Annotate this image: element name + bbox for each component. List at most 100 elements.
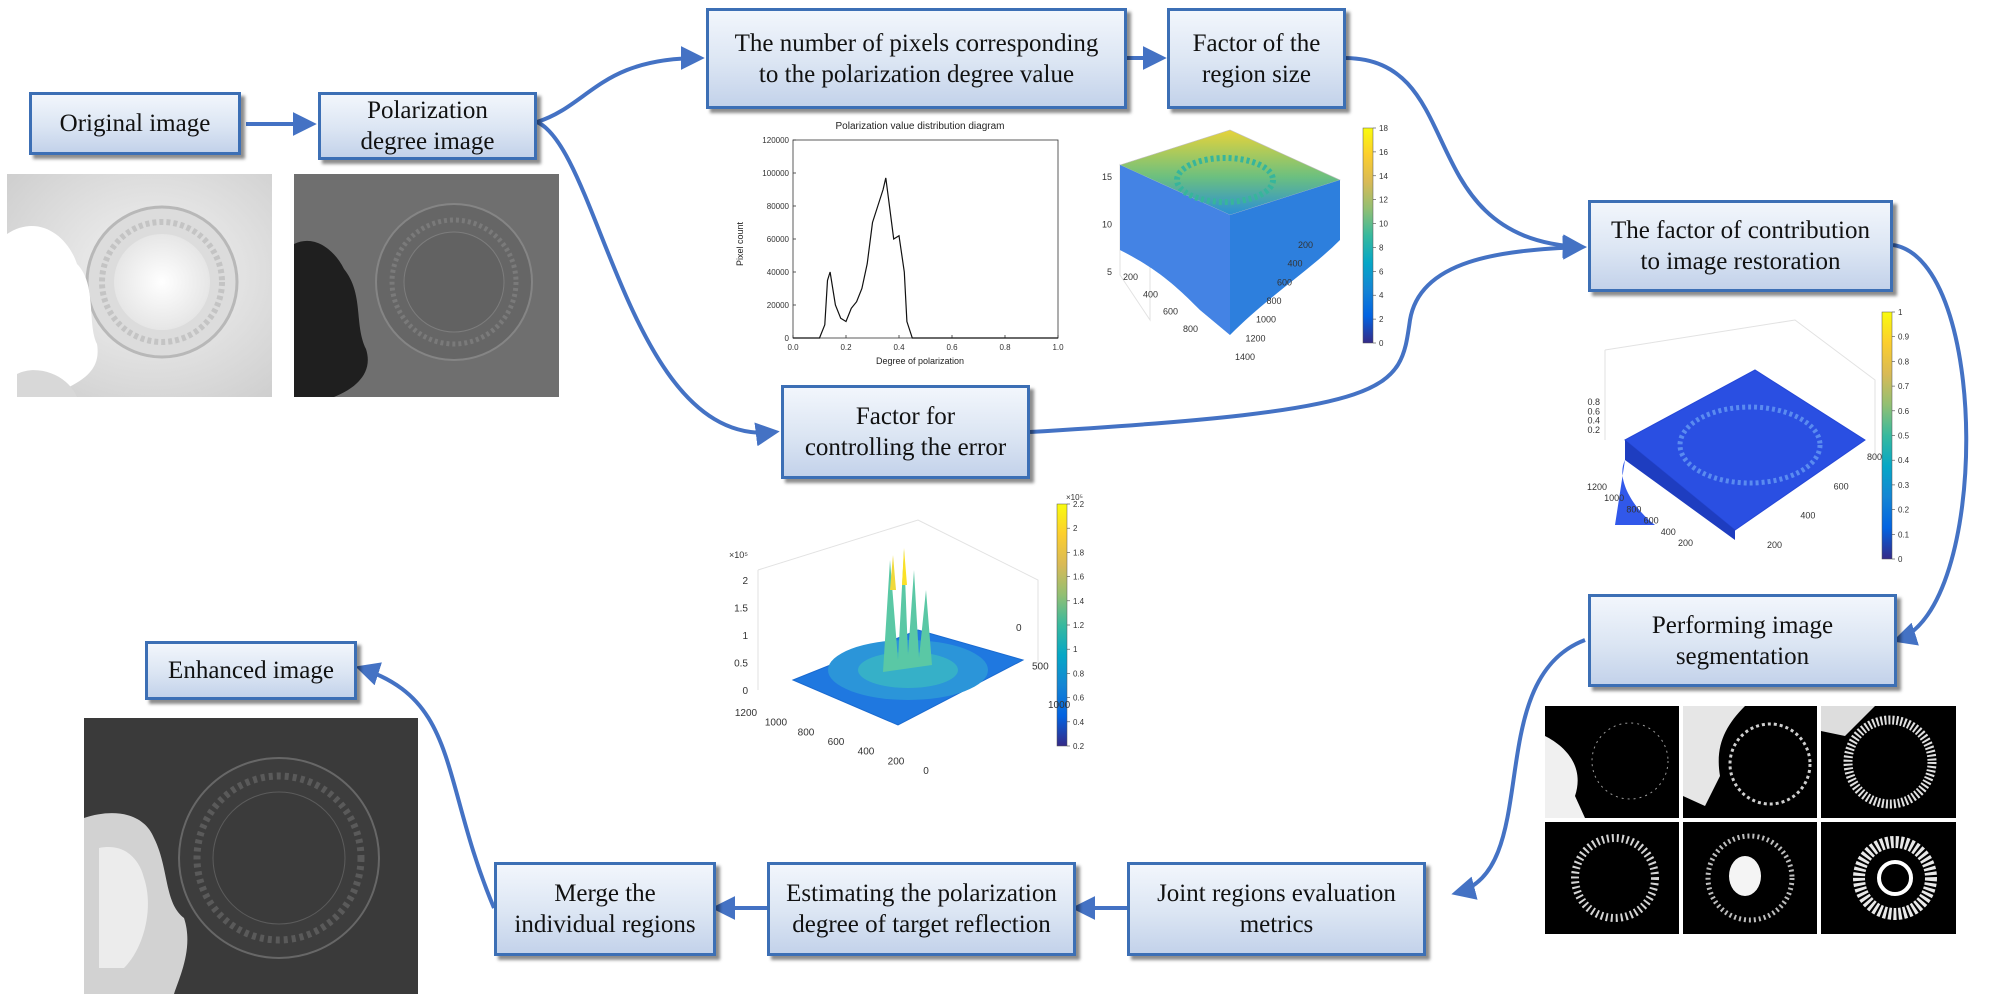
x-tick-label: 800 [798, 727, 815, 738]
segmentation-panel-2 [1683, 706, 1817, 818]
box-segmentation: Performing image segmentation [1588, 594, 1897, 687]
arrow-merge-to-enhanced [355, 662, 496, 909]
y-tick-label: 40000 [767, 268, 790, 277]
z-tick-label: 1 [742, 631, 748, 642]
y-tick-label: 0 [1016, 623, 1022, 634]
x-tick-label: 0 [923, 766, 929, 777]
colorbar-tick-label: 14 [1379, 172, 1388, 181]
colorbar-tick-label: 10 [1379, 220, 1388, 229]
y-tick-label: 20000 [767, 301, 790, 310]
x-tick-label: 800 [1183, 324, 1198, 334]
z-tick-label: 0.6 [1587, 406, 1600, 416]
y-tick-label: 200 [1298, 240, 1313, 250]
box-pixel-count: The number of pixels corresponding to th… [706, 8, 1127, 109]
z-tick-label: 0.4 [1587, 416, 1600, 426]
colorbar-tick-label: 0.4 [1898, 456, 1910, 465]
z-tick-label: 2 [742, 576, 748, 587]
x-tick-label: 1000 [765, 718, 788, 729]
colorbar-tick-label: 4 [1379, 291, 1384, 300]
arrow-region-size-to-contribution [1345, 56, 1587, 259]
box-contribution-factor: The factor of contribution to image rest… [1588, 200, 1893, 292]
arrow-error-to-contribution [1029, 235, 1587, 434]
y-tick-label: 600 [1277, 277, 1292, 287]
y-tick-label: 200 [1767, 540, 1782, 550]
x-tick-label: 400 [1143, 289, 1158, 299]
polarization-distribution-chart: Polarization value distribution diagram … [715, 116, 1065, 371]
x-tick-label: 600 [828, 737, 845, 748]
colorbar-tick-label: 1 [1898, 308, 1903, 317]
z-tick-label: 1.5 [734, 604, 748, 615]
y-tick-label: 800 [1267, 296, 1282, 306]
colorbar-tick-label: 2.2 [1073, 500, 1085, 509]
box-original-image: Original image [29, 92, 241, 155]
y-tick-label: 0 [785, 334, 790, 343]
enhanced-image-photo [84, 718, 418, 994]
z-axis-exponent: ×10⁵ [729, 550, 748, 560]
arrow-contribution-to-segmentation [1892, 243, 1969, 646]
x-tick-label: 600 [1644, 516, 1659, 526]
colorbar-tick-label: 0.6 [1898, 407, 1910, 416]
y-tick-label: 1000 [1256, 315, 1276, 325]
z-tick-label: 0.8 [1587, 397, 1600, 407]
x-tick-label: 1.0 [1052, 343, 1064, 352]
x-tick-label: 0.6 [946, 343, 958, 352]
z-tick-label: 0 [742, 686, 748, 697]
colorbar-tick-label: 1 [1073, 645, 1078, 654]
colorbar-tick-label: 0.2 [1898, 506, 1910, 515]
arrow-polarization-to-error [536, 120, 780, 447]
x-tick-label: 0.8 [999, 343, 1011, 352]
box-enhanced-image: Enhanced image [145, 641, 357, 700]
segmentation-panel-3 [1821, 706, 1956, 818]
colorbar-tick-label: 0.9 [1898, 333, 1910, 342]
polarization-degree-photo [294, 174, 559, 397]
colorbar-tick-label: 12 [1379, 196, 1388, 205]
y-tick-label: 800 [1867, 452, 1882, 462]
x-tick-label: 800 [1626, 504, 1641, 514]
arrow-polarization-to-pixel-count [536, 46, 705, 124]
colorbar-exponent: ×10⁵ [1066, 493, 1083, 502]
y-tick-label: 80000 [767, 202, 790, 211]
z-tick-label: 5 [1107, 267, 1112, 277]
plot-frame [792, 139, 1059, 339]
y-axis-label: Pixel count [735, 221, 745, 266]
segmentation-panel-1 [1545, 706, 1679, 818]
colorbar-tick-label: 18 [1379, 124, 1388, 133]
z-tick-label: 0.5 [734, 659, 748, 670]
y-tick-label: 600 [1834, 481, 1849, 491]
original-image-photo [7, 174, 272, 397]
series-line [793, 177, 1058, 339]
x-tick-label: 600 [1163, 307, 1178, 317]
x-tick-label: 0.0 [787, 343, 799, 352]
chart-title: Polarization value distribution diagram [836, 121, 1005, 132]
colorbar-tick-label: 0.7 [1898, 382, 1910, 391]
x-axis-label: Degree of polarization [876, 356, 964, 366]
z-tick-label: 0.2 [1587, 425, 1600, 435]
x-tick-label: 1200 [1587, 482, 1607, 492]
y-tick-label: 60000 [767, 235, 790, 244]
y-tick-label: 1200 [1246, 333, 1266, 343]
colorbar-tick-label: 1.2 [1073, 621, 1085, 630]
y-tick-label: 120000 [762, 136, 789, 145]
box-polarization-degree-image: Polarization degree image [318, 92, 537, 160]
box-joint-metrics: Joint regions evaluation metrics [1127, 862, 1426, 956]
x-tick-label: 0.2 [840, 343, 852, 352]
colorbar-tick-label: 1.4 [1073, 597, 1085, 606]
box-region-size-factor: Factor of the region size [1167, 8, 1346, 109]
box-merge: Merge the individual regions [494, 862, 716, 956]
colorbar-tick-label: 0.8 [1073, 669, 1085, 678]
y-tick-label: 400 [1800, 511, 1815, 521]
segmentation-panel-6 [1821, 822, 1956, 934]
arrow-segmentation-to-joint [1451, 638, 1586, 900]
colorbar-tick-label: 1.6 [1073, 573, 1085, 582]
x-tick-label: 1000 [1604, 493, 1624, 503]
box-estimating: Estimating the polarization degree of ta… [767, 862, 1076, 956]
segmentation-grid [1545, 706, 1956, 934]
x-tick-label: 200 [1123, 272, 1138, 282]
y-tick-label: 500 [1032, 662, 1049, 673]
colorbar-tick-label: 6 [1379, 267, 1384, 276]
colorbar-tick-label: 0.4 [1073, 718, 1085, 727]
x-tick-label: 400 [858, 747, 875, 758]
